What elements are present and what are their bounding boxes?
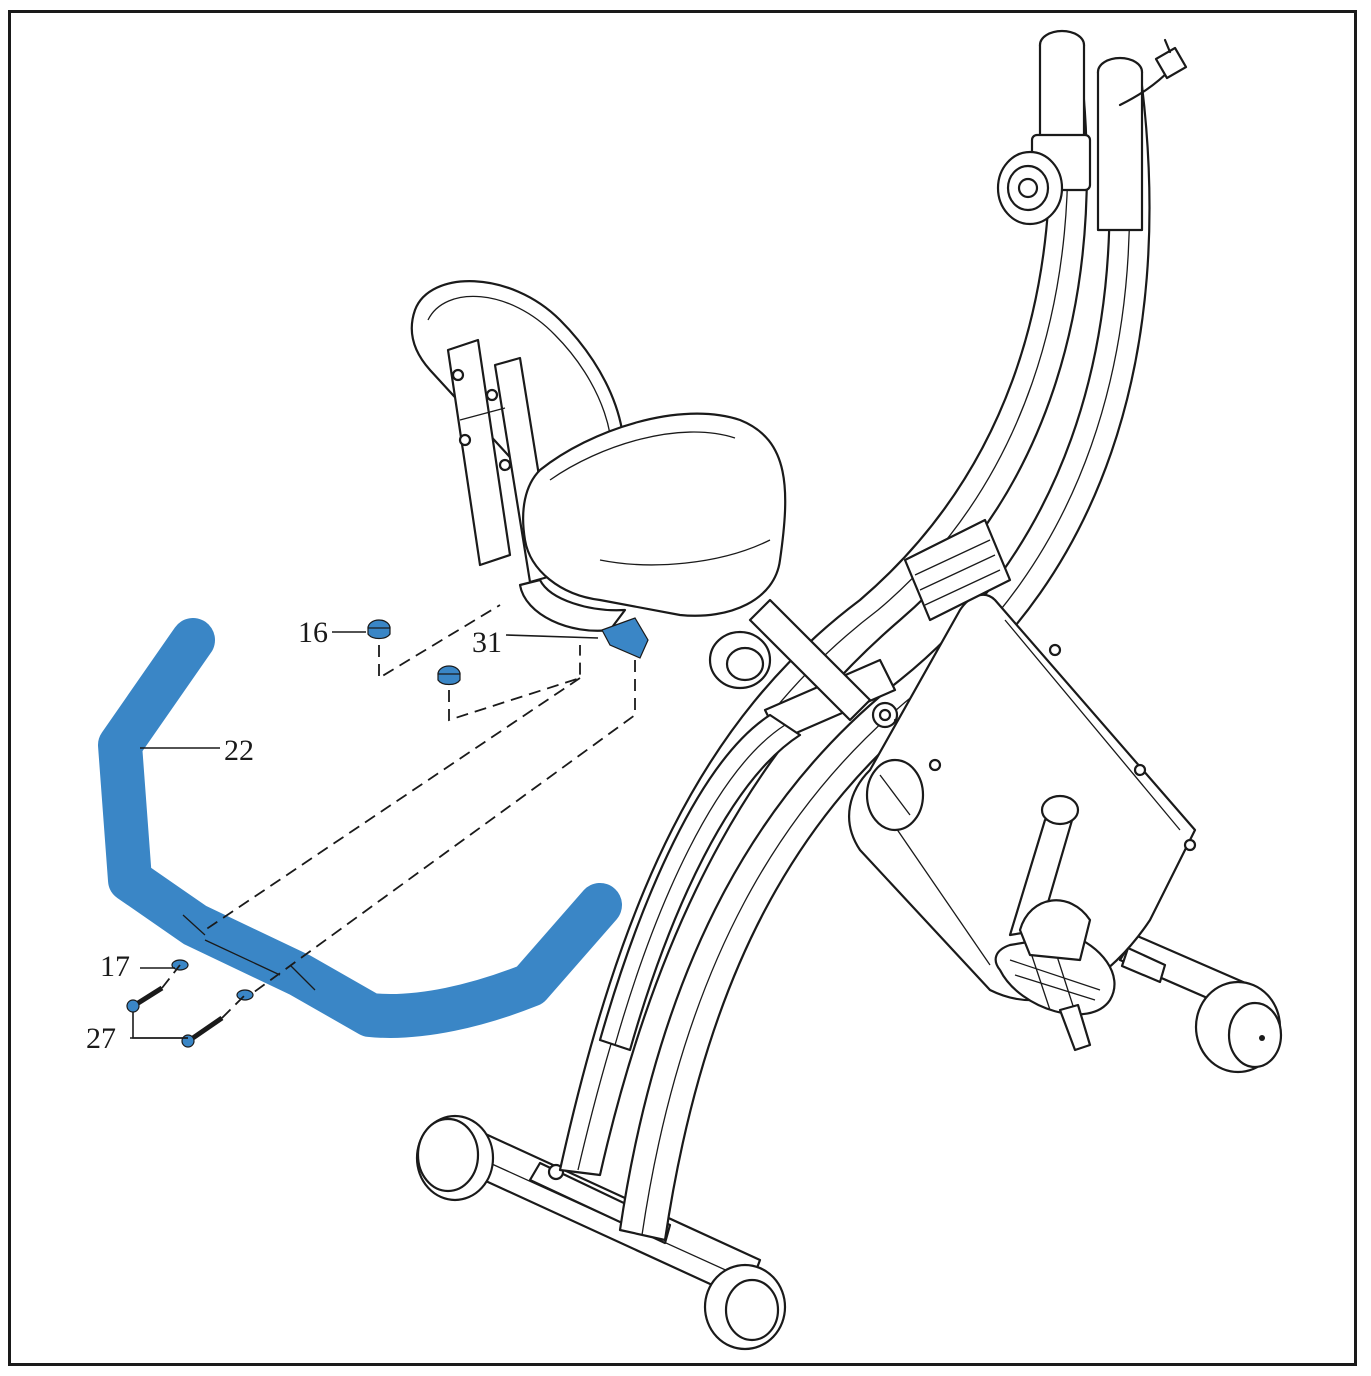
bike-frame-icon — [558, 29, 1188, 1242]
pedal-icon — [994, 794, 1116, 1052]
seat-icon — [410, 280, 787, 632]
rear-stabilizer-icon — [1118, 933, 1283, 1074]
callout-leaders — [130, 631, 599, 1039]
bracket-31-icon — [601, 617, 649, 659]
end-cap-16-icon — [367, 619, 461, 686]
handlebar-icon — [98, 618, 622, 1038]
washer-17-icon — [171, 959, 254, 1001]
callout-17: 17 — [100, 950, 130, 983]
flywheel-housing-icon — [848, 518, 1197, 1002]
callout-labels: 16 31 22 17 27 — [86, 616, 502, 1055]
callout-22: 22 — [224, 734, 254, 767]
bolt-27-icon — [126, 985, 224, 1048]
callout-27: 27 — [86, 1022, 116, 1055]
assembly-guide-lines — [161, 604, 636, 1019]
callout-16: 16 — [298, 616, 328, 649]
callout-31: 31 — [472, 626, 502, 659]
